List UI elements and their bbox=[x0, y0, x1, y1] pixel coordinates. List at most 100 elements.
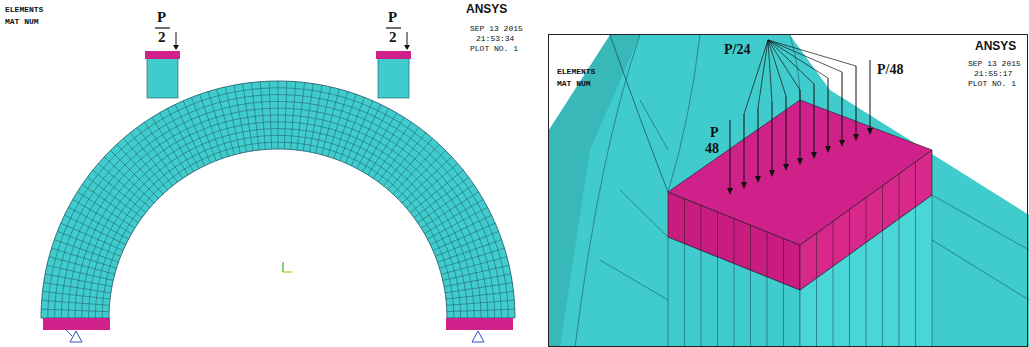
load-arrow bbox=[828, 78, 829, 147]
mesh-line bbox=[443, 265, 509, 280]
mesh-line bbox=[47, 265, 113, 280]
mesh-line bbox=[684, 199, 685, 244]
mesh-line bbox=[368, 117, 404, 175]
mesh-line bbox=[899, 219, 900, 347]
mesh-line bbox=[767, 277, 768, 347]
mesh-line bbox=[217, 89, 235, 155]
mesh-line bbox=[130, 133, 172, 186]
arrow-head bbox=[825, 146, 831, 153]
mesh-line bbox=[200, 94, 222, 158]
mesh-line bbox=[61, 223, 123, 250]
mesh-line bbox=[52, 248, 117, 268]
mesh-line bbox=[87, 177, 142, 217]
mesh-line bbox=[373, 122, 411, 178]
mesh-line bbox=[734, 219, 735, 264]
block-detail bbox=[549, 35, 1029, 347]
mesh-line bbox=[93, 170, 146, 212]
mesh-line bbox=[152, 117, 188, 175]
plot-time: 21:53:34 bbox=[476, 35, 514, 44]
load-label: 48 bbox=[705, 141, 719, 156]
mesh-line bbox=[866, 198, 867, 243]
arrow-head bbox=[404, 45, 410, 50]
mesh-line bbox=[418, 184, 474, 222]
mesh-line bbox=[438, 240, 502, 262]
mesh-line bbox=[104, 157, 154, 203]
load-stub bbox=[378, 58, 409, 98]
arrow-head bbox=[727, 188, 733, 195]
mesh-line bbox=[750, 270, 751, 347]
mesh-line bbox=[424, 200, 483, 234]
mesh-lines bbox=[685, 162, 916, 284]
mesh-line bbox=[82, 184, 138, 222]
mesh-line bbox=[45, 274, 112, 287]
arrow-head bbox=[811, 152, 817, 159]
mesh-line bbox=[717, 212, 718, 257]
mesh-line bbox=[866, 243, 867, 347]
mesh-line bbox=[64, 215, 125, 245]
arrow-head bbox=[173, 45, 179, 50]
mesh-line bbox=[446, 291, 514, 299]
arrow-head bbox=[741, 182, 747, 189]
mesh-line bbox=[123, 138, 167, 190]
mesh-line bbox=[444, 274, 511, 287]
leader-line bbox=[768, 40, 856, 66]
mesh-line bbox=[783, 238, 784, 283]
mesh-line bbox=[433, 223, 495, 250]
load-arrow bbox=[758, 108, 759, 177]
mesh-line bbox=[882, 231, 883, 347]
mesh-line bbox=[767, 232, 768, 277]
mesh-line bbox=[102, 142, 454, 318]
load-arrows bbox=[727, 40, 873, 195]
mesh-line bbox=[398, 150, 446, 198]
leader-line bbox=[768, 40, 842, 72]
load-label: P/48 bbox=[877, 62, 903, 77]
mesh-line bbox=[175, 104, 205, 165]
arch-surface bbox=[549, 35, 1029, 347]
mesh-line bbox=[610, 35, 668, 192]
mesh-line bbox=[340, 97, 365, 160]
software-logo: ANSYS bbox=[466, 3, 507, 16]
mesh-line bbox=[243, 84, 253, 151]
mesh-line bbox=[234, 85, 247, 152]
support-symbol bbox=[70, 331, 82, 342]
fraction-bar bbox=[386, 27, 401, 28]
mesh-line bbox=[790, 35, 800, 100]
arrow-head bbox=[797, 158, 803, 165]
viewport-frame bbox=[549, 35, 1028, 347]
mesh-line bbox=[269, 81, 272, 149]
load-arrow bbox=[176, 32, 177, 46]
mesh-line bbox=[357, 108, 389, 168]
support-symbol bbox=[66, 330, 72, 336]
mesh-line bbox=[414, 177, 469, 217]
mesh-line bbox=[191, 97, 216, 160]
mesh-line bbox=[41, 309, 109, 312]
fraction-bar bbox=[155, 27, 170, 28]
view-subtitle: MAT NUM bbox=[5, 18, 39, 27]
load-label: 2 bbox=[389, 29, 397, 46]
load-pad bbox=[145, 51, 180, 59]
load-label: 2 bbox=[158, 29, 166, 46]
mesh-line bbox=[42, 291, 110, 299]
mesh-line bbox=[388, 138, 432, 190]
mesh-line bbox=[393, 144, 439, 194]
mesh-line bbox=[383, 133, 425, 186]
mesh-line bbox=[251, 82, 259, 150]
load-label: P bbox=[710, 125, 719, 140]
mesh-line bbox=[441, 257, 507, 275]
mesh-line bbox=[750, 225, 751, 270]
mesh-line bbox=[167, 108, 199, 168]
mesh-line bbox=[701, 205, 702, 250]
load-arrow bbox=[800, 90, 801, 159]
mesh-line bbox=[816, 278, 817, 347]
plot-time: 21:55:17 bbox=[974, 70, 1012, 79]
mesh-line bbox=[73, 200, 132, 234]
mesh-line bbox=[701, 250, 702, 347]
mesh-line bbox=[932, 240, 1029, 300]
mesh-line bbox=[89, 129, 468, 318]
mesh-line bbox=[144, 122, 182, 178]
mesh-line bbox=[421, 192, 479, 228]
load-label: P bbox=[388, 9, 397, 26]
view-subtitle: MAT NUM bbox=[557, 80, 591, 89]
mesh-line bbox=[363, 113, 397, 172]
